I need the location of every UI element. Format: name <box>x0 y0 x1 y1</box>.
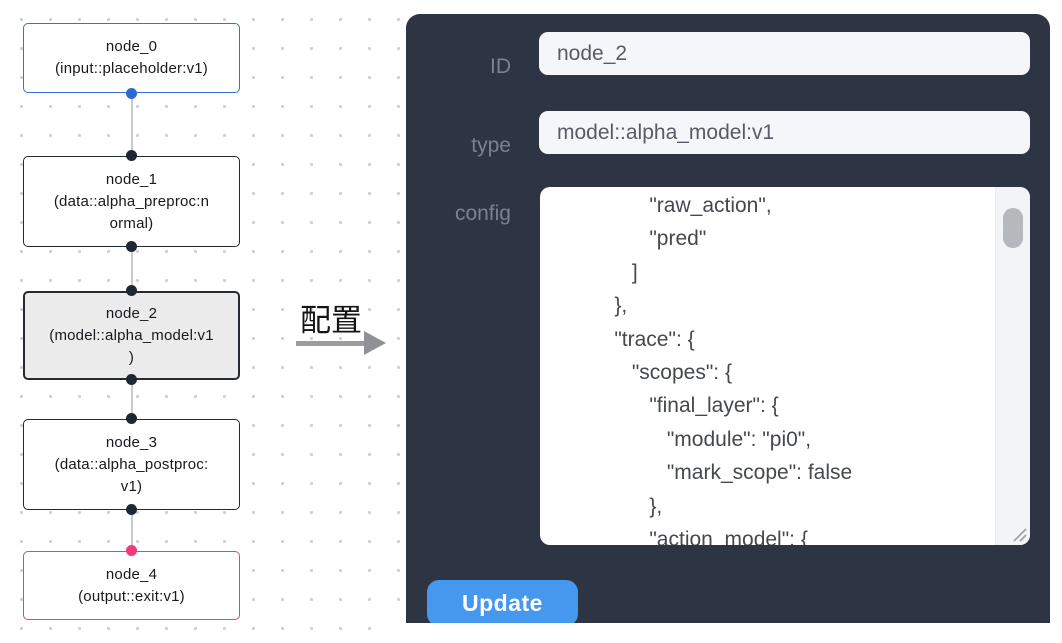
node-config-panel: ID node_2 type model::alpha_model:v1 con… <box>406 14 1050 623</box>
bottom-margin <box>395 623 1062 643</box>
node-label: node_2 (model::alpha_model:v1 ) <box>49 304 214 366</box>
type-field-input[interactable]: model::alpha_model:v1 <box>539 111 1030 154</box>
port-handle-node1-in[interactable] <box>126 150 137 161</box>
node-label: node_4 (output::exit:v1) <box>78 565 185 605</box>
config-annotation-text: 配置 <box>300 303 362 338</box>
id-field-label: ID <box>490 55 511 78</box>
right-arrow-icon <box>364 331 386 355</box>
edge-node2-node3 <box>131 380 133 419</box>
port-handle-node1-out[interactable] <box>126 241 137 252</box>
edge-node3-node4 <box>131 510 133 551</box>
config-json-text: "raw_action", "pred" ] }, "trace": { "sc… <box>614 194 853 545</box>
port-handle-node0-out[interactable] <box>126 88 137 99</box>
config-field-label: config <box>454 202 511 225</box>
port-handle-node3-out[interactable] <box>126 504 137 515</box>
type-field-label: type <box>471 134 511 157</box>
node-label: node_0 (input::placeholder:v1) <box>54 38 209 77</box>
node-label: node_1 (data::alpha_preproc:n ormal) <box>53 170 210 232</box>
update-button[interactable]: Update <box>427 580 578 623</box>
scrollbar-thumb[interactable] <box>1003 208 1023 248</box>
node-node_1[interactable]: node_1 (data::alpha_preproc:n ormal) <box>23 156 240 247</box>
node-node_4[interactable]: node_4 (output::exit:v1) <box>23 551 240 620</box>
node-node_3[interactable]: node_3 (data::alpha_postproc: v1) <box>23 419 240 510</box>
node-node_0[interactable]: node_0 (input::placeholder:v1) <box>23 23 240 93</box>
edge-node0-node1 <box>131 93 133 156</box>
node-label: node_3 (data::alpha_postproc: v1) <box>54 433 209 495</box>
edge-node1-node2 <box>131 247 133 291</box>
resize-grip-icon[interactable] <box>1011 526 1027 542</box>
port-handle-node2-in[interactable] <box>126 285 137 296</box>
right-arrow-line <box>296 341 368 346</box>
port-handle-node3-in[interactable] <box>126 413 137 424</box>
node-node_2-selected[interactable]: node_2 (model::alpha_model:v1 ) <box>23 291 240 380</box>
id-field-input[interactable]: node_2 <box>539 32 1030 75</box>
port-handle-node4-in[interactable] <box>126 545 137 556</box>
port-handle-node2-out[interactable] <box>126 374 137 385</box>
scrollbar-track[interactable] <box>995 187 1030 545</box>
config-textarea[interactable]: "raw_action", "pred" ] }, "trace": { "sc… <box>540 187 1030 545</box>
